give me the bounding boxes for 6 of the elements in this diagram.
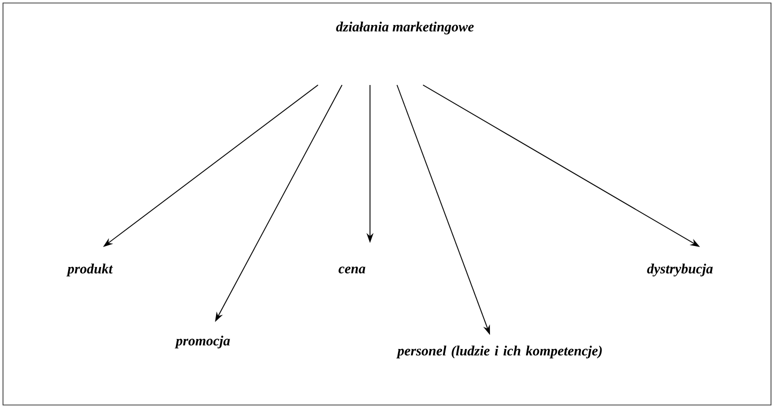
node-label: produkt — [66, 264, 113, 276]
node-label: cena — [338, 266, 366, 274]
node-label: promocja — [174, 336, 230, 348]
node-label: personel (ludzie i ich kompetencje) — [396, 346, 602, 358]
node-label: dystrybucja — [647, 264, 713, 276]
node-label: działania marketingowe — [336, 22, 474, 34]
